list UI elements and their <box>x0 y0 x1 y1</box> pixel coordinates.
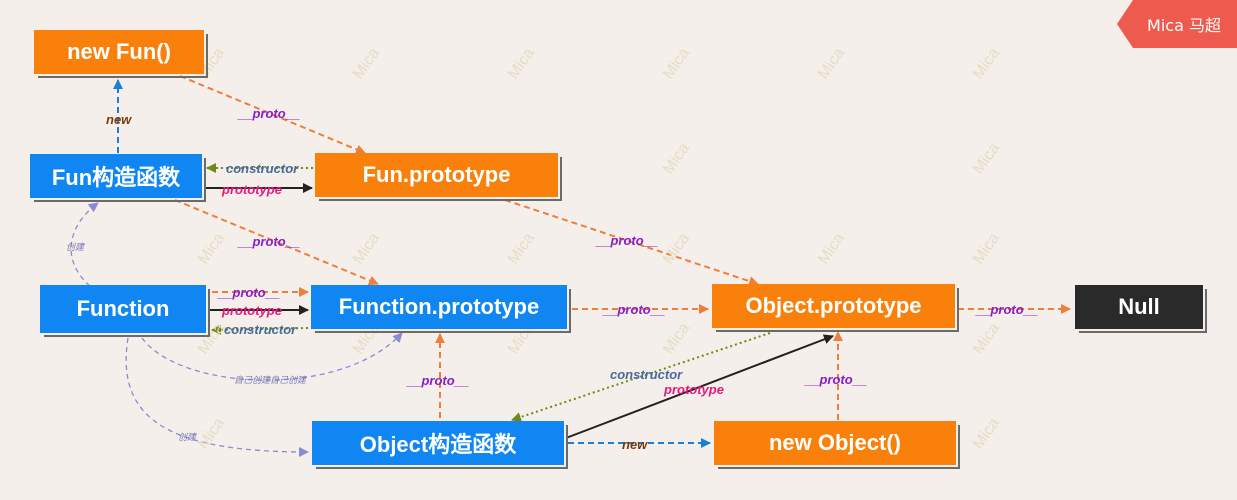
arrow-functionproto-constructor <box>211 324 309 335</box>
label-new: new <box>622 437 648 452</box>
arrow-function-creates-objectctor <box>125 337 309 457</box>
label-constructor: constructor <box>610 367 683 382</box>
label-create: 创建 <box>178 432 197 442</box>
label-constructor: constructor <box>224 322 297 337</box>
label-proto: __proto__ <box>218 285 281 300</box>
label-prototype: prototype <box>222 303 282 318</box>
arrow-funproto-to-objectproto <box>504 199 759 286</box>
node-object-constructor: Object构造函数 <box>312 421 568 469</box>
node-new-fun: new Fun() <box>34 30 208 78</box>
label-proto: __proto__ <box>407 373 470 388</box>
node-fun-constructor: Fun构造函数 <box>30 154 206 202</box>
node-function: Function <box>40 285 210 337</box>
label-self-create: 自己创建自己创建 <box>234 375 307 385</box>
arrow-objectctor-prototype <box>565 334 834 439</box>
label-prototype: prototype <box>222 182 282 197</box>
label-proto: __proto__ <box>238 106 301 121</box>
node-function-prototype: Function.prototype <box>311 285 571 333</box>
node-fun-prototype: Fun.prototype <box>315 153 562 201</box>
label-proto: __proto__ <box>805 372 868 387</box>
label-new: new <box>106 112 132 127</box>
node-object-prototype: Object.prototype <box>712 284 959 332</box>
label-create: 创建 <box>66 242 85 252</box>
label-proto: __proto__ <box>596 233 659 248</box>
node-new-object: new Object() <box>714 421 960 469</box>
arrow-function-creates-itself <box>141 332 403 381</box>
label-prototype: prototype <box>664 382 724 397</box>
label-constructor: constructor <box>226 161 299 176</box>
arrow-functor-to-functionproto <box>174 199 379 286</box>
label-proto: __proto__ <box>238 234 301 249</box>
arrow-newfun-to-funproto <box>179 75 366 155</box>
label-proto: __proto__ <box>976 302 1039 317</box>
arrow-objectproto-constructor <box>511 332 771 422</box>
author-tag: Mica 马超 <box>1117 0 1237 48</box>
label-proto: __proto__ <box>603 302 666 317</box>
node-null: Null <box>1075 285 1207 333</box>
arrow-function-creates-functor <box>70 202 99 287</box>
